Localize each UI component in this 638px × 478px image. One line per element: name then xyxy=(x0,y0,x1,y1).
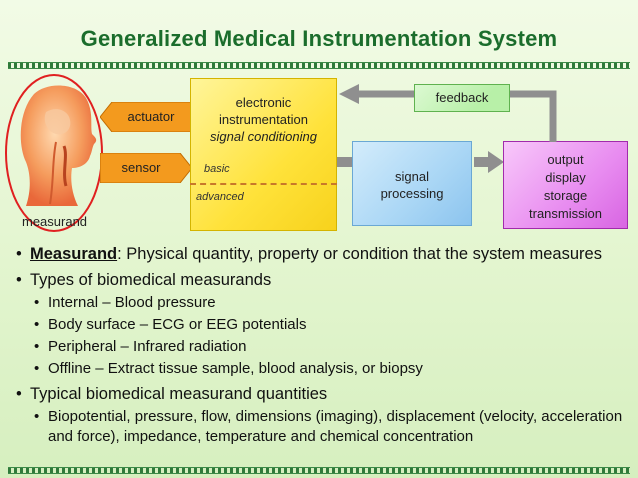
sensor-arrow xyxy=(100,153,192,183)
output-line-1: display xyxy=(545,170,586,185)
bullet-type-2: Peripheral – Infrared radiation xyxy=(16,337,628,357)
actuator-label: actuator xyxy=(127,109,175,124)
measurand-circle xyxy=(5,74,103,232)
head-illustration xyxy=(20,85,97,206)
electronic-line3: signal conditioning xyxy=(210,129,317,144)
signal-line1: signal xyxy=(395,169,429,184)
page-title: Generalized Medical Instrumentation Syst… xyxy=(80,26,558,51)
advanced-label: advanced xyxy=(196,191,244,203)
basic-advanced-divider xyxy=(190,183,337,185)
electronic-instrumentation-box xyxy=(190,78,337,231)
bullet-type-1: Body surface – ECG or EEG potentials xyxy=(16,315,628,335)
bullet-typical-0: Biopotential, pressure, flow, dimensions… xyxy=(16,407,628,447)
feedback-box: feedback xyxy=(414,84,510,112)
measurand-definition: : Physical quantity, property or conditi… xyxy=(117,245,602,263)
head-profile-shape xyxy=(20,85,97,206)
bullet-type-0: Internal – Blood pressure xyxy=(16,293,628,313)
bullet-list: Measurand: Physical quantity, property o… xyxy=(16,243,628,447)
measurand-label: measurand xyxy=(22,214,88,229)
arrow-to-output xyxy=(474,151,504,173)
sensor-label: sensor xyxy=(121,160,161,175)
bottom-divider xyxy=(8,467,630,474)
actuator-arrow xyxy=(100,102,192,132)
output-box xyxy=(503,141,628,229)
signal-line2: processing xyxy=(380,186,444,201)
top-divider xyxy=(8,62,630,69)
bullet-measurand: Measurand: Physical quantity, property o… xyxy=(16,243,628,265)
bullet-typical-heading: Typical biomedical measurand quantities xyxy=(16,383,628,405)
electronic-line1: electronic xyxy=(235,95,292,110)
bullet-type-3: Offline – Extract tissue sample, blood a… xyxy=(16,359,628,379)
measurand-term: Measurand xyxy=(30,245,118,263)
bullet-types-heading: Types of biomedical measurands xyxy=(16,269,628,291)
basic-label: basic xyxy=(204,163,230,175)
output-line-0: output xyxy=(547,152,584,167)
signal-processing-box xyxy=(352,141,472,226)
output-line-2: storage xyxy=(543,188,588,203)
output-line-3: transmission xyxy=(529,206,602,221)
electronic-line2: instrumentation xyxy=(219,112,308,127)
